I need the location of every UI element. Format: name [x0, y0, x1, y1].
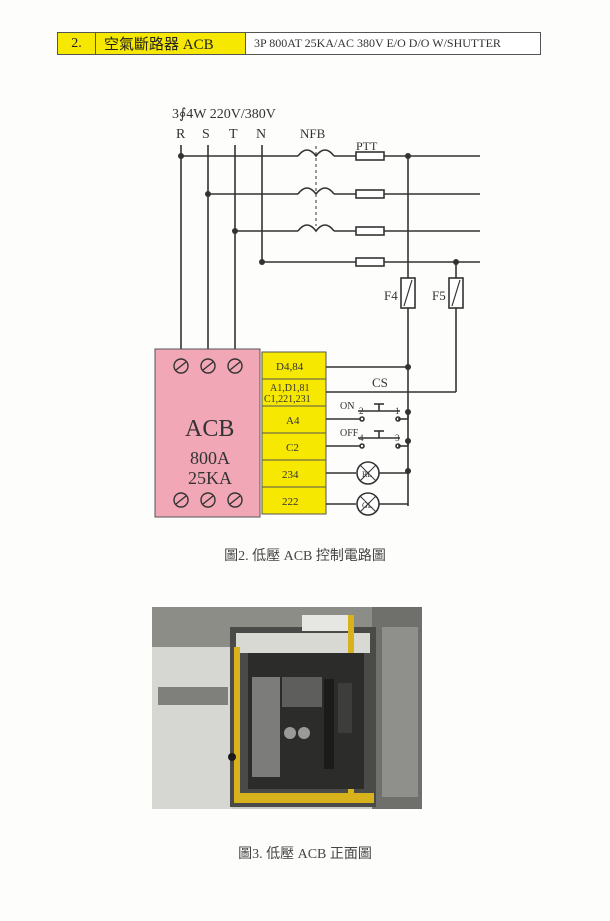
terminal-c2: C2 [286, 442, 299, 454]
off-contact-3: 3 [395, 433, 400, 443]
green-lamp-label: GL [362, 501, 373, 510]
nfb-label: NFB [300, 126, 326, 141]
header-table: 2. 空氣斷路器 ACB 3P 800AT 25KA/AC 380V E/O D… [57, 32, 541, 55]
acb-top-terminals [173, 358, 243, 374]
terminal-block [261, 351, 327, 515]
off-contact-4: 4 [359, 433, 364, 443]
on-label: ON [340, 401, 354, 412]
red-lamp-label: RL [362, 470, 372, 479]
acb-front-photo [152, 607, 422, 809]
off-label: OFF [340, 428, 359, 439]
terminal-d4: D4,84 [276, 361, 304, 373]
header-spec: 3P 800AT 25KA/AC 380V E/O D/O W/SHUTTER [246, 33, 540, 54]
on-contact-1: 1 [395, 406, 400, 416]
branch-s [208, 187, 480, 199]
cs-label: CS [372, 375, 388, 390]
acb-rating-ka: 25KA [188, 468, 232, 488]
terminal-a4: A4 [286, 415, 300, 427]
figure-3-caption: 圖3. 低壓 ACB 正面圖 [238, 847, 372, 862]
phase-t-label: T [229, 127, 238, 142]
acb-body [154, 348, 261, 518]
terminal-c1: C1,221,231 [264, 394, 311, 405]
terminal-a1: A1,D1,81 [270, 383, 309, 394]
acb-title: ACB [185, 416, 234, 442]
header-number: 2. [58, 33, 96, 54]
fuse-f5-label: F5 [432, 288, 446, 303]
ptt-label: PTT [356, 139, 378, 153]
supply-label: 3∮4W 220V/380V [172, 107, 276, 122]
branch-t [235, 224, 480, 236]
on-switch [326, 403, 409, 422]
control-circuit-diagram: 3∮4W 220V/380V R S T N NFB PTT [154, 107, 480, 518]
header-name: 空氣斷路器 ACB [96, 33, 246, 54]
fuse-f4-label: F4 [384, 288, 398, 303]
acb-bottom-terminals [173, 492, 243, 508]
terminal-222: 222 [282, 496, 299, 508]
off-switch [326, 430, 409, 449]
branch-n [262, 257, 480, 267]
branch-r [181, 149, 480, 161]
figure-2-caption: 圖2. 低壓 ACB 控制電路圖 [224, 549, 386, 564]
terminal-234: 234 [282, 469, 299, 481]
phase-r-label: R [176, 127, 186, 142]
phase-n-label: N [256, 127, 266, 142]
acb-rating-a: 800A [190, 448, 230, 468]
phase-s-label: S [202, 127, 210, 142]
on-contact-2: 2 [359, 406, 364, 416]
